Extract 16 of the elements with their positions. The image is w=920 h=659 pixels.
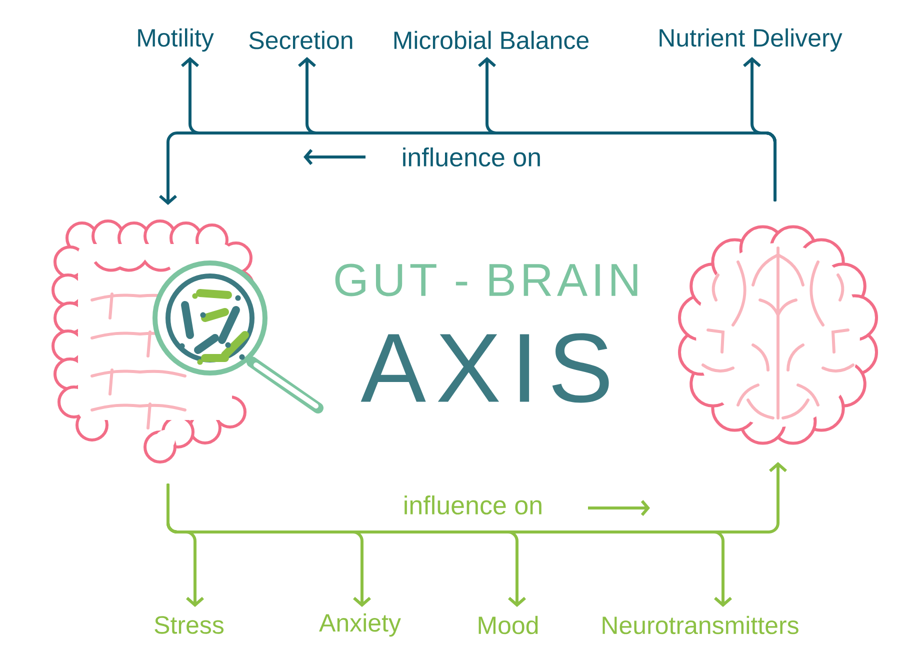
effect-label: Mood [478,616,538,634]
effect-label: Secretion [249,30,352,50]
effect-label: Neurotransmitters [602,616,798,634]
brain-drawing [678,225,878,445]
effect-label: Nutrient Delivery [660,28,842,52]
title-text: GUT - BRAIN [335,264,638,296]
edge-label: influence on [402,494,544,516]
effect-label: Anxiety [319,613,401,637]
edge-label: influence on [400,146,543,168]
arrow [743,57,776,202]
arrow [166,484,732,607]
title-text: AXIS [360,333,609,403]
effect-label: Stress [154,616,224,634]
gut-drawing [52,220,324,464]
effect-label: Motility [138,28,214,52]
effect-label: Microbial Balance [394,30,588,50]
